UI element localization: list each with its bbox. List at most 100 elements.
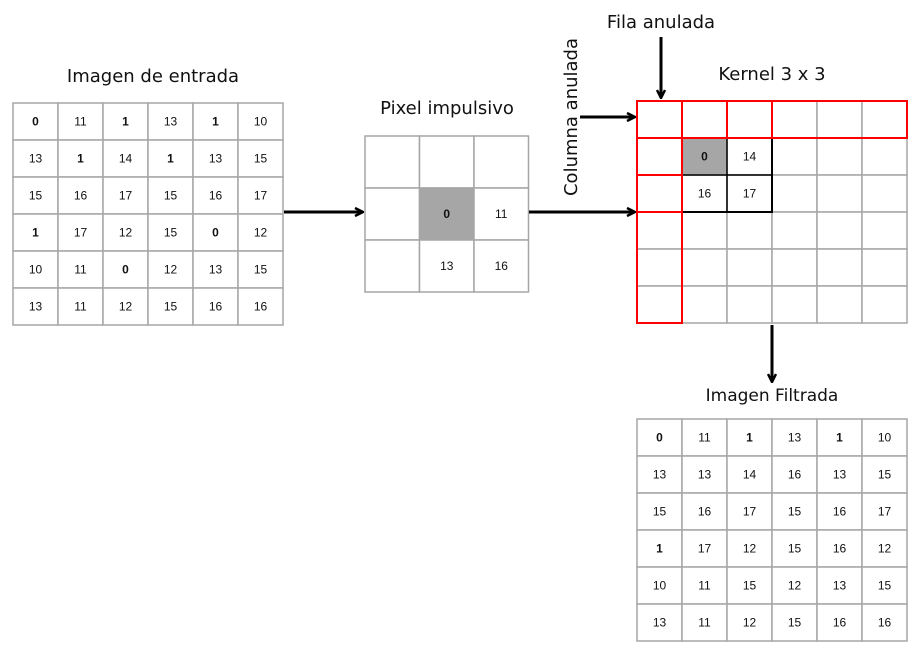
output-value: 17 (698, 542, 712, 556)
input-cell (237, 213, 284, 252)
kernel-cell (636, 137, 683, 176)
output-value: 15 (788, 505, 802, 519)
input-cell (12, 287, 59, 326)
kernel-cell (726, 137, 773, 176)
output-cell (636, 492, 683, 531)
input-cell (192, 213, 239, 252)
input-value: 1 (167, 152, 174, 166)
output-cell (816, 418, 863, 457)
output-value: 13 (788, 431, 802, 445)
kernel-value: 16 (698, 187, 712, 201)
input-cell (237, 250, 284, 289)
output-value: 13 (833, 468, 847, 482)
input-cell (102, 213, 149, 252)
output-cell (636, 455, 683, 494)
input-value: 13 (29, 152, 43, 166)
output-value: 15 (788, 542, 802, 556)
output-cell (861, 603, 908, 642)
output-value: 13 (653, 616, 667, 630)
kernel-title: Kernel 3 x 3 (718, 64, 825, 85)
input-value: 10 (29, 263, 43, 277)
input-cell (192, 176, 239, 215)
output-cell (861, 566, 908, 605)
input-cell (57, 213, 104, 252)
input-value: 0 (32, 115, 39, 129)
input-cell (12, 102, 59, 141)
input-title: Imagen de entrada (67, 66, 239, 87)
impulse-value: 11 (495, 207, 508, 221)
input-value: 11 (74, 300, 87, 314)
input-cell (237, 176, 284, 215)
kernel-cell (771, 137, 818, 176)
kernel-cell (861, 248, 908, 287)
input-value: 17 (119, 189, 133, 203)
kernel-cell (771, 100, 818, 139)
input-value: 15 (254, 263, 268, 277)
input-value: 13 (209, 263, 223, 277)
impulse-cell (473, 239, 530, 293)
input-value: 1 (122, 115, 129, 129)
input-value: 14 (119, 152, 133, 166)
output-value: 1 (836, 431, 843, 445)
kernel-cell (726, 211, 773, 250)
output-value: 1 (746, 431, 753, 445)
output-cell (681, 603, 728, 642)
input-value: 1 (77, 152, 84, 166)
input-cell (57, 176, 104, 215)
column-annulled-label: Columna anulada (561, 38, 582, 196)
output-value: 13 (833, 579, 847, 593)
kernel-value: 14 (743, 150, 757, 164)
row-annulled-label: Fila anulada (607, 12, 715, 33)
kernel-value: 17 (743, 187, 757, 201)
output-value: 10 (653, 579, 667, 593)
kernel-cell (636, 174, 683, 213)
input-value: 11 (74, 115, 87, 129)
input-value: 12 (119, 226, 133, 240)
output-value: 17 (878, 505, 892, 519)
impulse-cell (418, 187, 475, 241)
output-value: 13 (653, 468, 667, 482)
input-cell (147, 139, 194, 178)
input-value: 13 (29, 300, 43, 314)
impulse-cell (418, 135, 475, 189)
output-cell (681, 455, 728, 494)
output-cell (861, 455, 908, 494)
kernel-cell (816, 174, 863, 213)
input-cell (147, 213, 194, 252)
output-value: 15 (743, 579, 757, 593)
annulled-row-cell (771, 100, 908, 139)
output-value: 16 (698, 505, 712, 519)
output-cell (726, 603, 773, 642)
input-value: 12 (254, 226, 268, 240)
input-cell (102, 250, 149, 289)
input-value: 10 (254, 115, 268, 129)
output-cell (636, 529, 683, 568)
impulse-value: 13 (440, 259, 454, 273)
impulse-cell (473, 135, 530, 189)
output-value: 15 (878, 468, 892, 482)
input-value: 13 (164, 115, 178, 129)
input-cell (192, 287, 239, 326)
output-value: 11 (698, 431, 711, 445)
kernel-cell (681, 285, 728, 324)
kernel-cell (861, 211, 908, 250)
output-value: 13 (698, 468, 712, 482)
output-value: 16 (788, 468, 802, 482)
output-cell (681, 492, 728, 531)
input-cell (237, 139, 284, 178)
output-value: 1 (656, 542, 663, 556)
input-value: 0 (212, 226, 219, 240)
input-value: 17 (74, 226, 88, 240)
kernel-cell (771, 248, 818, 287)
input-cell (57, 139, 104, 178)
output-value: 12 (743, 616, 757, 630)
impulse-cell (364, 187, 421, 241)
output-cell (771, 566, 818, 605)
input-value: 15 (164, 300, 178, 314)
input-value: 12 (119, 300, 133, 314)
output-value: 16 (878, 616, 892, 630)
kernel-cell (681, 100, 728, 139)
impulse-cell (364, 239, 421, 293)
input-value: 15 (164, 226, 178, 240)
